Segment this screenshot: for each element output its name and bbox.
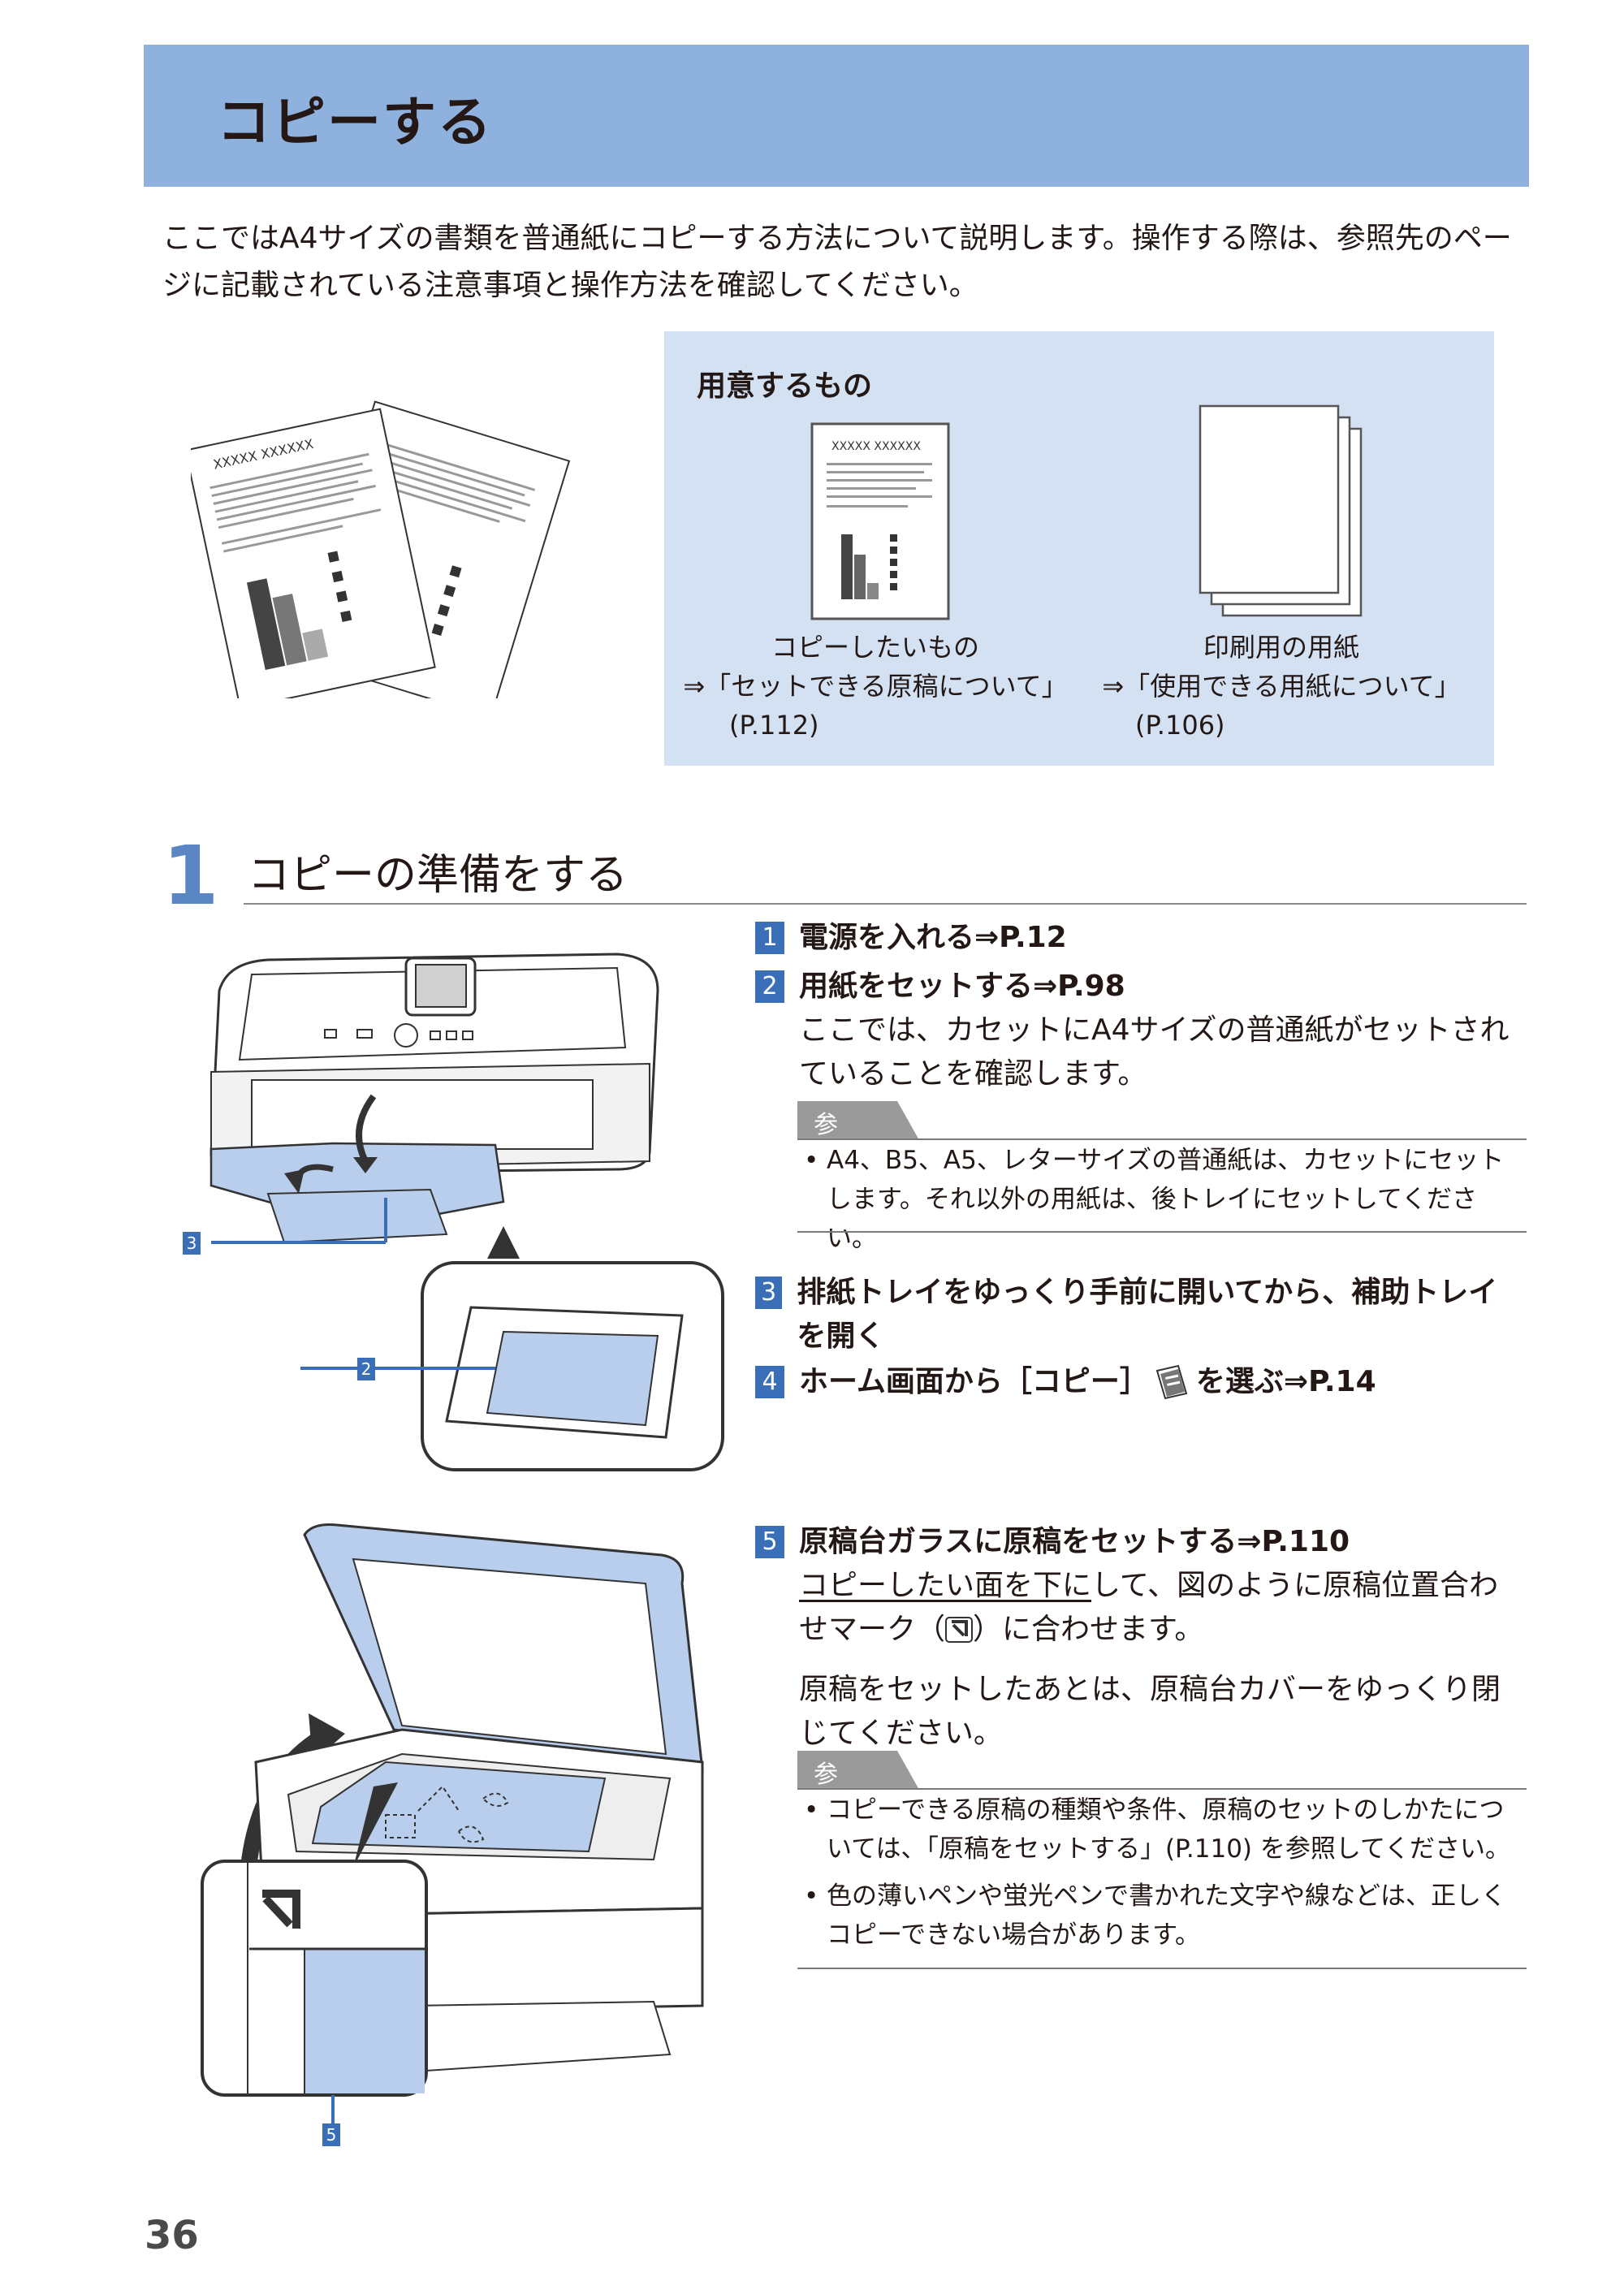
step-5-underlined-text: コピーしたい面を下に: [799, 1569, 1092, 1602]
reference-rule-1b: [797, 1231, 1527, 1233]
step-3: 3 排紙トレイをゆっくり手前に開いてから、補助トレイを開く: [755, 1271, 1527, 1359]
prepare-heading: 用意するもの: [697, 369, 873, 403]
step-1-heading: 電源を入れる⇒P.12: [799, 921, 1067, 954]
step-5-body: コピーしたい面を下にして、図のように原稿位置合わせマーク（）に合わせます。: [799, 1569, 1499, 1646]
section-title: コピーの準備をする: [248, 851, 628, 900]
note-item: コピーできる原稿の種類や条件、原稿のセットのしかたについては、「原稿をセットする…: [797, 1791, 1527, 1868]
printer-platen-illustration: [201, 1523, 704, 2123]
step-5: 5 原稿台ガラスに原稿をセットする⇒P.110 コピーしたい面を下にして、図のよう…: [755, 1520, 1527, 1756]
note-item: 色の薄いペンや蛍光ペンで書かれた文字や線などは、正しくコピーできない場合がありま…: [797, 1877, 1527, 1955]
step-1-badge: 1: [755, 922, 784, 954]
note-item: A4、B5、A5、レターサイズの普通紙は、カセットにセットします。それ以外の用紙…: [797, 1141, 1527, 1258]
copy-icon: [1155, 1364, 1188, 1400]
alignment-mark-inline-icon: [945, 1617, 974, 1643]
svg-text:XXXXX XXXXXX: XXXXX XXXXXX: [831, 440, 921, 453]
page-number: 36: [145, 2213, 199, 2258]
prepare-box: 用意するもの XXXXX XXXXXX コピーしたいもの ⇒「セットできる原稿に…: [664, 331, 1494, 766]
step-4-heading-b: を選ぶ⇒P.14: [1195, 1365, 1376, 1398]
reference-notes-2: コピーできる原稿の種類や条件、原稿のセットのしかたについては、「原稿をセットする…: [797, 1791, 1527, 1963]
reference-notes-1: A4、B5、A5、レターサイズの普通紙は、カセットにセットします。それ以外の用紙…: [797, 1141, 1527, 1266]
paper-stack-icon: [1199, 404, 1363, 617]
reference-rule-2b: [797, 1968, 1527, 1969]
documents-illustration: XXXXX XXXXXX: [191, 400, 571, 698]
printer-tray-illustration: [209, 953, 724, 1471]
item2-caption: 印刷用の用紙 ⇒「使用できる用紙について」 (P.106): [1102, 632, 1461, 741]
step-4: 4 ホーム画面から［コピー］ を選ぶ⇒P.14: [755, 1360, 1527, 1404]
section-rule: [244, 903, 1527, 905]
callout-5: 5: [322, 2123, 340, 2146]
callout-3: 3: [183, 1232, 201, 1255]
reference-rule-1: [797, 1138, 1527, 1140]
step-4-badge: 4: [755, 1366, 784, 1398]
step-5-body2: 原稿をセットしたあとは、原稿台カバーをゆっくり閉じてください。: [799, 1673, 1501, 1750]
callout-2: 2: [357, 1358, 375, 1380]
step-3-heading: 排紙トレイをゆっくり手前に開いてから、補助トレイを開く: [797, 1276, 1498, 1353]
step-2-badge: 2: [755, 970, 784, 1003]
step-5-badge: 5: [755, 1526, 784, 1558]
item1-caption: コピーしたいもの ⇒「セットできる原稿について」 (P.112): [683, 632, 1068, 741]
intro-text: ここではA4サイズの書類を普通紙にコピーする方法について説明します。操作する際は…: [162, 222, 1512, 302]
page-title: コピーする: [217, 91, 493, 153]
step-2: 2 用紙をセットする⇒P.98 ここでは、カセットにA4サイズの普通紙がセットされ…: [755, 965, 1527, 1096]
section-number: 1: [162, 828, 219, 923]
reference-rule-2: [797, 1788, 1527, 1790]
alignment-mark-icon: [262, 1890, 300, 1929]
original-document-icon: XXXXX XXXXXX: [810, 422, 950, 620]
step-4-heading-a: ホーム画面から［コピー］: [799, 1365, 1149, 1398]
step-5-heading: 原稿台ガラスに原稿をセットする⇒P.110: [799, 1525, 1350, 1558]
title-bar: コピーする: [144, 45, 1529, 187]
step-3-badge: 3: [755, 1277, 783, 1309]
step-2-body: ここでは、カセットにA4サイズの普通紙がセットされていることを確認します。: [799, 1013, 1510, 1091]
step-2-heading: 用紙をセットする⇒P.98: [799, 970, 1125, 1003]
step-1: 1 電源を入れる⇒P.12: [755, 916, 1527, 960]
